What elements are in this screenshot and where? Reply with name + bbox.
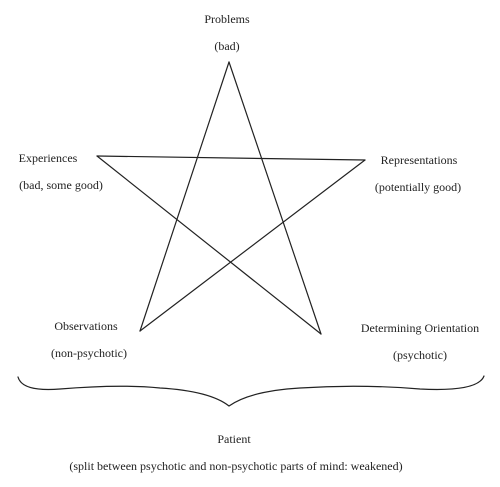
edge-problems-observations (139, 61, 230, 332)
edge-observations-representations (139, 159, 366, 332)
edge-orientation-problems (228, 61, 322, 335)
node-determining-orientation-note: (psychotic) (393, 348, 447, 362)
patient-brace (17, 375, 485, 407)
edge-representations-experiences (96, 155, 366, 161)
node-problems-note: (bad) (214, 39, 240, 53)
node-representations-note: (potentially good) (374, 180, 462, 194)
node-representations-title: Representations (380, 153, 458, 167)
node-problems-title: Problems (204, 12, 250, 26)
node-experiences-note: (bad, some good) (19, 178, 103, 192)
node-experiences-title: Experiences (18, 151, 78, 165)
patient-note: (split between psychotic and non-psychot… (69, 459, 403, 473)
edge-experiences-orientation (96, 155, 322, 335)
node-determining-orientation-title: Determining Orientation (360, 321, 480, 335)
node-observations-title: Observations (54, 319, 118, 333)
patient-title: Patient (217, 432, 251, 446)
node-observations-note: (non-psychotic) (51, 346, 127, 360)
